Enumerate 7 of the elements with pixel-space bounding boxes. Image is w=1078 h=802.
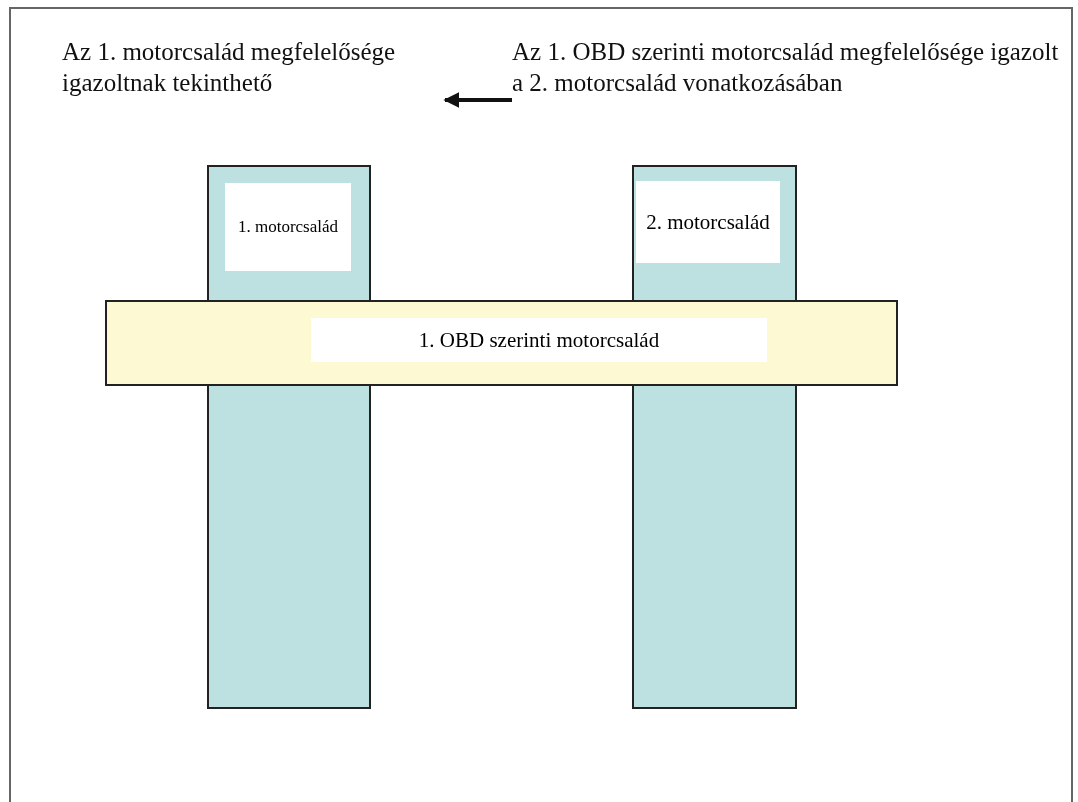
box-label: 1. motorcsalád — [225, 183, 351, 271]
box-label: 1. OBD szerinti motorcsalád — [311, 318, 767, 362]
band-box — [105, 300, 898, 386]
arrow — [443, 92, 512, 108]
note-text: Az 1. motorcsalád megfelelősége igazoltnak tekinthető — [62, 37, 397, 99]
box-label: 2. motorcsalád — [636, 181, 780, 263]
note-text: Az 1. OBD szerinti motorcsalád megfelelősége igazolt a 2. motorcsalád vonatkozásában — [512, 37, 1060, 99]
